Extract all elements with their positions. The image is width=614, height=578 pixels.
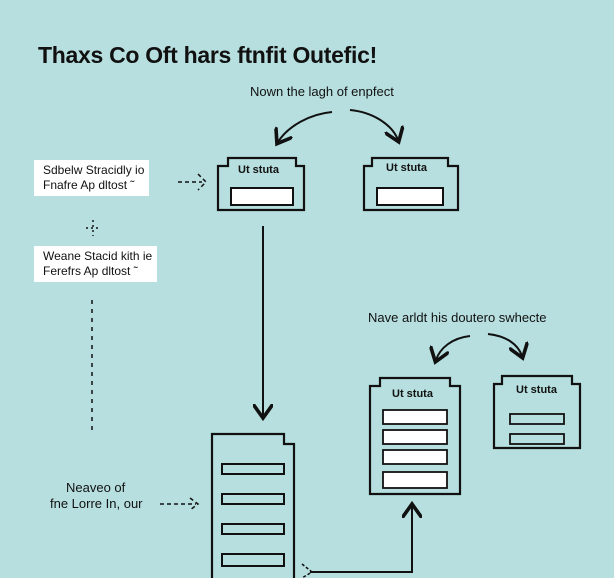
box-label-top-right: Ut stuta xyxy=(386,162,427,174)
dotted-marker xyxy=(86,220,100,236)
arrow-curve-left-top xyxy=(278,111,333,142)
arrow-up-connector xyxy=(310,506,412,573)
bottom-note: Neaveo of fne Lorre In, our xyxy=(50,480,143,512)
bottom-note-line-1: Neaveo of xyxy=(66,480,126,495)
note-1-line-1: Sdbelw Stracidly io xyxy=(43,163,145,177)
document-box-mid-left xyxy=(368,376,462,496)
dashed-connector-bottom xyxy=(301,563,314,578)
note-2-line-1: Weane Stacid kith ie xyxy=(43,249,153,263)
arrow-curve-left-mid xyxy=(436,335,471,360)
note-1-line-2: Fnafre Ap dltost ˜ xyxy=(43,178,135,192)
mid-caption: Nave arldt his doutero swhecte xyxy=(368,310,547,325)
document-box-top-left xyxy=(216,156,306,212)
box-label-mid-right: Ut stuta xyxy=(516,384,557,396)
note-card-2: Weane Stacid kith ie Ferefrs Ap dltost ˜ xyxy=(34,246,158,282)
page-title: Thaxs Co Oft hars ftnfit Outefic! xyxy=(38,42,377,68)
bottom-note-line-2: fne Lorre In, our xyxy=(50,496,143,511)
document-box-mid-right xyxy=(492,374,582,450)
document-box-top-right xyxy=(362,156,460,212)
document-box-bottom xyxy=(210,432,296,578)
arrow-curve-right-mid xyxy=(487,333,522,356)
dashed-connector-note1 xyxy=(178,173,208,191)
top-caption: Nown the lagh of enpfect xyxy=(250,84,394,99)
dashed-connector-bottom-note xyxy=(160,497,200,511)
note-2-line-2: Ferefrs Ap dltost ˜ xyxy=(43,264,138,278)
box-label-top-left: Ut stuta xyxy=(238,164,279,176)
box-label-mid-left: Ut stuta xyxy=(392,388,433,400)
note-card-1: Sdbelw Stracidly io Fnafre Ap dltost ˜ xyxy=(34,160,150,196)
arrow-curve-right-top xyxy=(349,109,398,140)
